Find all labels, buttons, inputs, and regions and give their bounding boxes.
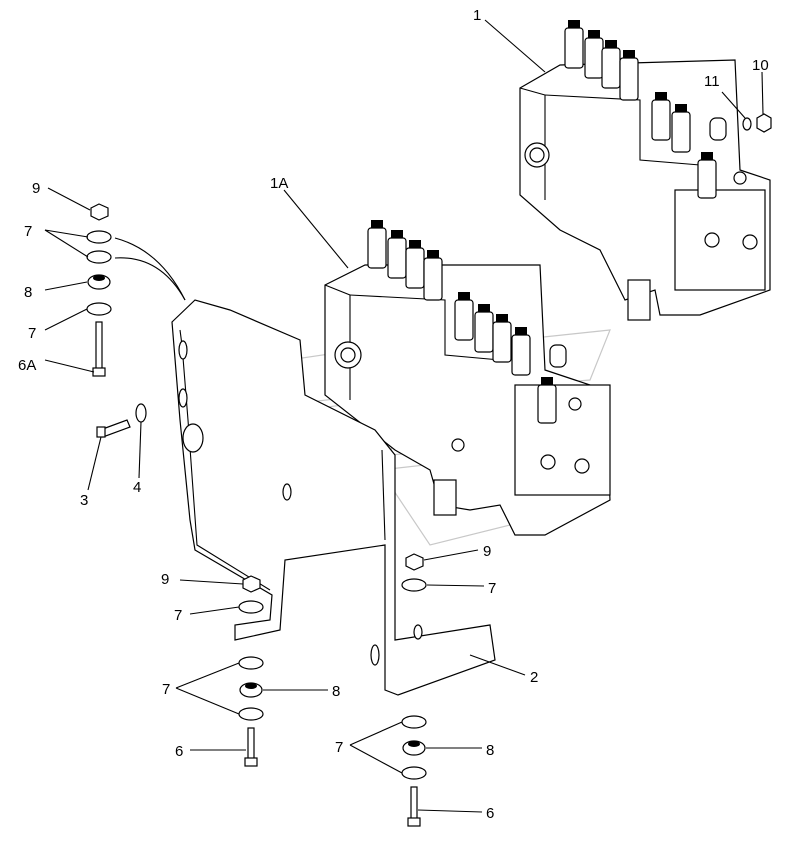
callout-7-top: 7 [24, 223, 32, 240]
callout-6-bot: 6 [486, 805, 494, 822]
leader-lines [44, 19, 764, 813]
callout-8-top: 8 [24, 284, 32, 301]
callout-6A: 6A [18, 357, 36, 374]
callout-9-left: 9 [161, 571, 169, 588]
callout-7-top2: 7 [28, 325, 36, 342]
callout-10: 10 [752, 57, 769, 74]
callout-labels: 1 1A 10 11 9 7 8 7 6A 3 4 9 7 9 7 2 7 8 … [18, 7, 769, 822]
valve-assembly-1A [324, 220, 611, 536]
callout-3: 3 [80, 492, 88, 509]
callout-7-bot: 7 [335, 739, 343, 756]
callout-1A: 1A [270, 175, 288, 192]
callout-6-left: 6 [175, 743, 183, 760]
callout-9-mid: 9 [483, 543, 491, 560]
hardware-upper-right [742, 113, 772, 133]
valve-assembly-1 [519, 20, 771, 321]
callout-9-top: 9 [32, 180, 40, 197]
callout-4: 4 [133, 479, 141, 496]
hardware-bottom-right [401, 553, 427, 827]
callout-8-bot: 8 [486, 742, 494, 759]
mounting-bracket [171, 299, 496, 696]
hardware-bolt-washer [96, 403, 147, 438]
hardware-bottom-left [238, 575, 264, 767]
callout-1: 1 [473, 7, 481, 24]
callout-11: 11 [704, 73, 720, 90]
hardware-top-left [86, 203, 186, 377]
callout-7-left: 7 [174, 607, 182, 624]
callout-2: 2 [530, 669, 538, 686]
callout-7-low: 7 [162, 681, 170, 698]
callout-7-mid: 7 [488, 580, 496, 597]
callout-8-low: 8 [332, 683, 340, 700]
